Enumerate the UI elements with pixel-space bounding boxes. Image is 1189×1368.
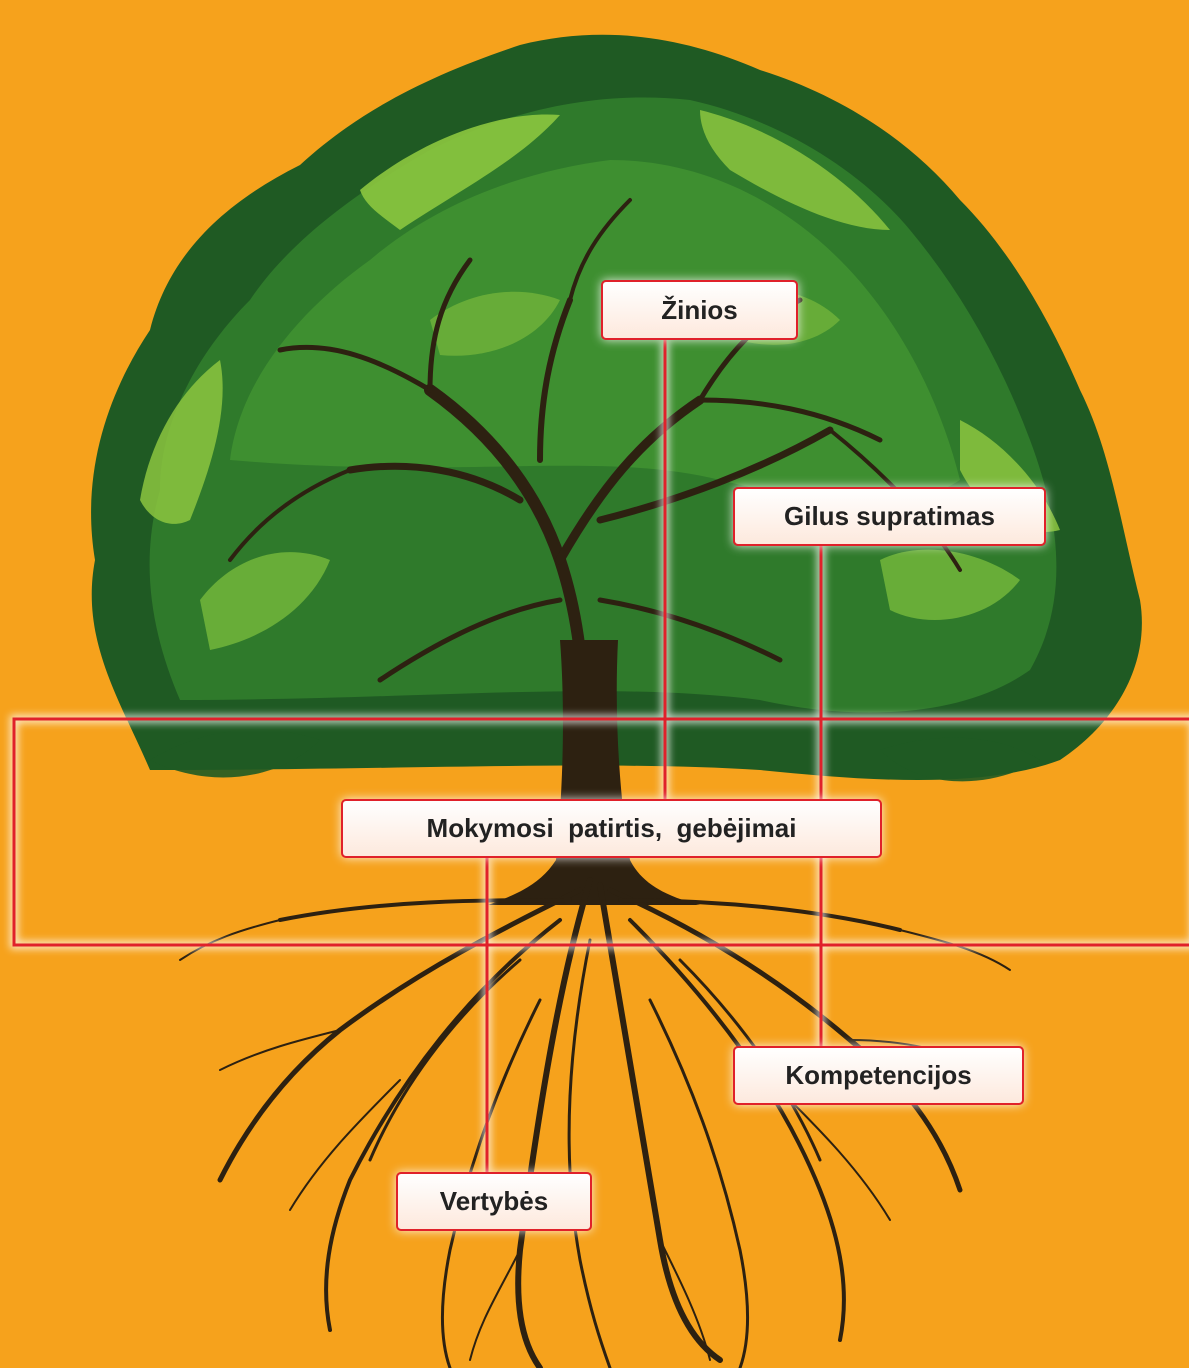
label-values: Vertybės xyxy=(396,1172,592,1231)
label-deep-understanding: Gilus supratimas xyxy=(733,487,1046,546)
tree-roots xyxy=(179,877,1011,1368)
tree-trunk xyxy=(488,640,700,905)
learning-frame xyxy=(12,717,1189,947)
tree-crown xyxy=(91,34,1142,782)
frame-lines xyxy=(12,340,1189,1173)
label-learning-experience: Mokymosi patirtis, gebėjimai xyxy=(341,799,882,858)
label-competencies: Kompetencijos xyxy=(733,1046,1024,1105)
label-knowledge: Žinios xyxy=(601,280,798,340)
